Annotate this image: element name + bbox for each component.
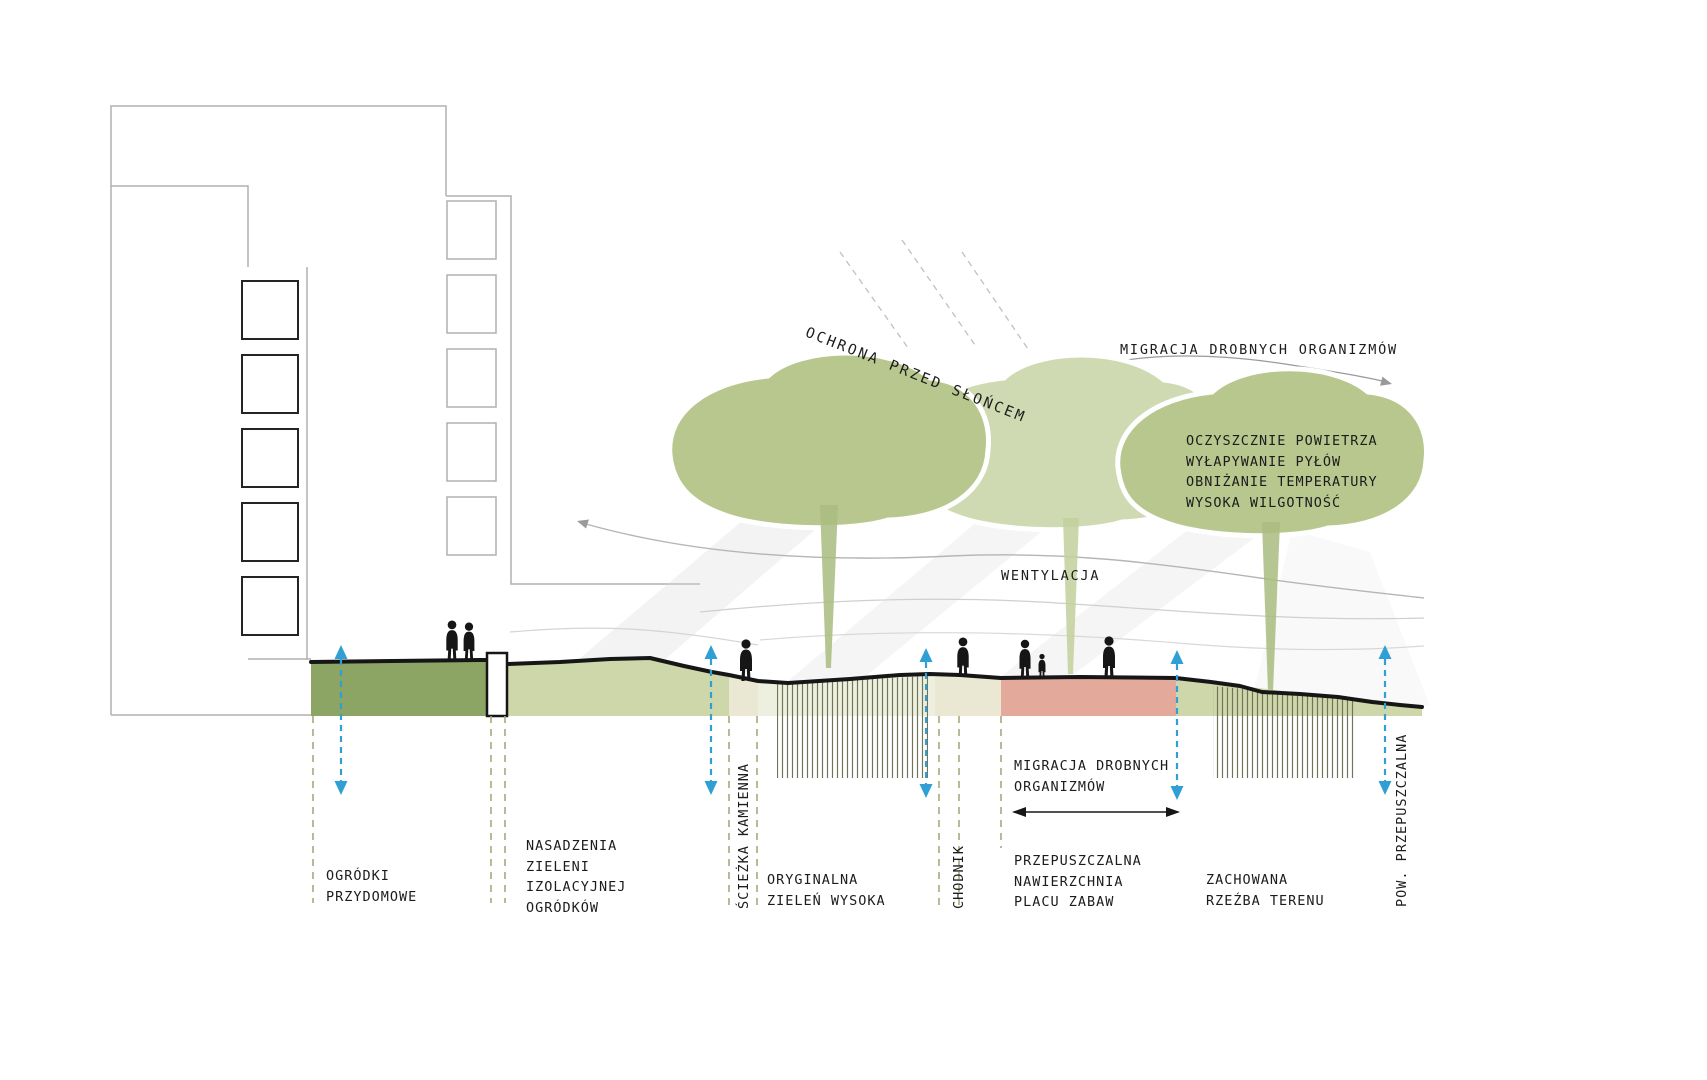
- preserved-terrain-label: ZACHOWANA RZEŹBA TERENU: [1206, 872, 1325, 909]
- window: [241, 502, 299, 562]
- tree-trunk: [1262, 522, 1280, 692]
- building-windows-back: [446, 200, 497, 556]
- band-sidewalk: [935, 674, 1001, 716]
- band-home-gardens: [311, 660, 487, 716]
- window: [241, 576, 299, 636]
- tree-trunk: [820, 505, 838, 668]
- hatch-tall-greenery: [777, 676, 928, 778]
- window: [241, 428, 299, 488]
- sun-rays: [839, 239, 1031, 353]
- migration-top-label: MIGRACJA DROBNYCH ORGANIZMÓW: [1120, 342, 1398, 358]
- home-gardens-label: OGRÓDKI PRZYDOMOWE: [326, 868, 418, 905]
- person: [463, 622, 475, 660]
- window: [241, 354, 299, 414]
- migration-arrowhead: [1380, 376, 1392, 386]
- person: [740, 639, 752, 681]
- ventilation-label: WENTYLACJA: [1001, 568, 1101, 584]
- band-isolation-greenery: [507, 659, 729, 716]
- window: [446, 422, 497, 482]
- ventilation-waves: [509, 519, 1425, 651]
- window: [446, 274, 497, 334]
- migration-wave: [1096, 355, 1392, 386]
- migration-ground-label: MIGRACJA DROBNYCH ORGANIZMÓW: [1014, 758, 1170, 795]
- ventilation-arrowhead: [577, 519, 589, 529]
- window: [446, 200, 497, 260]
- tree-canopy-left: [667, 350, 991, 531]
- window: [446, 348, 497, 408]
- person: [1103, 636, 1115, 678]
- isolation-greenery-label: NASADZENIA ZIELENI IZOLACYJNEJ OGRÓDKÓW: [526, 838, 627, 916]
- sidewalk-label: CHODNIK: [951, 845, 967, 909]
- tree-canopy-right: [1115, 366, 1429, 539]
- leader-lines: [312, 716, 1002, 908]
- ground-line: [309, 656, 1424, 709]
- building-outline: [110, 105, 700, 716]
- air-benefits-label: OCZYSZCZNIE POWIETRZA WYŁAPYWANIE PYŁÓW …: [1186, 433, 1378, 511]
- stone-path-label: ŚCIEŻKA KAMIENNA: [736, 762, 752, 909]
- trees: [667, 350, 1429, 692]
- person: [446, 620, 458, 660]
- hatch-preserved-terrain: [1213, 686, 1356, 778]
- section-wall-post: [485, 651, 509, 718]
- window: [446, 496, 497, 556]
- person: [957, 637, 969, 677]
- building-windows-section: [241, 280, 299, 636]
- band-playground: [1001, 678, 1176, 716]
- band-stone-path: [729, 675, 758, 716]
- original-greenery-label: ORYGINALNA ZIELEŃ WYSOKA: [767, 872, 886, 909]
- migration-ground-arrow: [1012, 807, 1180, 817]
- permeable-playground-label: PRZEPUSZCZALNA NAWIERZCHNIA PLACU ZABAW: [1014, 853, 1142, 911]
- window: [241, 280, 299, 340]
- permeable-surface-label: POW. PRZEPUSZCZALNA: [1394, 733, 1410, 907]
- tree-trunk: [1063, 518, 1079, 674]
